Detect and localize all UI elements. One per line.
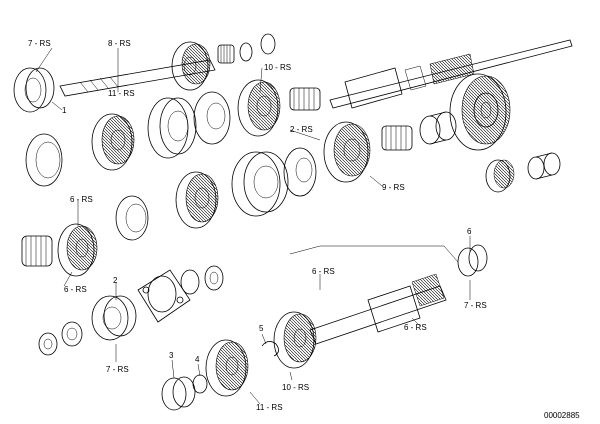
gear-6rs-left (57, 223, 98, 277)
sync-ring-left (25, 133, 63, 187)
gear-large-right (449, 73, 511, 151)
label-7rs-low: 7 - RS (106, 365, 129, 374)
snap-ring-top (239, 33, 276, 62)
needle-bearing-left (21, 235, 53, 267)
label-9rs: 9 - RS (382, 183, 405, 192)
bearing-6-right (457, 244, 488, 277)
clip-5 (261, 341, 279, 357)
countershaft (309, 273, 447, 345)
label-6rs-mid: 6 - RS (312, 267, 335, 276)
label-11rs-top: 11 - RS (108, 89, 135, 98)
sync-sleeve-row2 (147, 97, 197, 159)
label-2: 2 (113, 276, 118, 285)
label-1-top: 1 (62, 106, 67, 115)
label-4: 4 (195, 355, 200, 364)
small-gear-right (485, 159, 515, 193)
label-6rs-low: 6 - RS (404, 323, 427, 332)
label-7rs-top: 7 - RS (28, 39, 51, 48)
label-10rs-low: 10 - RS (282, 383, 309, 392)
label-6-right: 6 (467, 227, 472, 236)
gear-top-small (171, 41, 211, 91)
bearing-3 (161, 376, 196, 411)
hub-row3 (283, 147, 317, 197)
gear-left-row2 (91, 113, 135, 171)
gear-row5-b (273, 311, 317, 369)
bushing-row2 (419, 111, 457, 145)
gear-center-row2 (237, 79, 281, 137)
label-3: 3 (169, 351, 174, 360)
sync-sleeve-row3 (231, 151, 289, 217)
leader-lines (35, 47, 471, 405)
label-8rs-top: 8 - RS (108, 39, 131, 48)
needle-bearing-row2 (381, 125, 413, 151)
part-labels: 7 - RS 1 8 - RS 11 - RS 10 - RS 2 - RS 9… (28, 39, 580, 420)
washer-row4-b (61, 321, 83, 347)
input-shaft (329, 39, 573, 109)
label-5: 5 (259, 324, 264, 333)
label-7rs-right: 7 - RS (464, 301, 487, 310)
needle-bearing-mid (289, 87, 321, 111)
gear-2rs (323, 121, 371, 183)
needle-bearing-top (217, 44, 235, 64)
diagram-code: 00002885 (544, 411, 580, 420)
shaft-bearing-top-left (13, 67, 55, 113)
flange (137, 269, 191, 323)
label-6rs-left: 6 - RS (70, 195, 93, 204)
bushing-right (527, 152, 561, 180)
seal-row4 (180, 265, 224, 295)
label-10rs-top: 10 - RS (264, 63, 291, 72)
hub-row2 (193, 91, 231, 145)
gear-row5-a (205, 339, 249, 397)
washer-row4-a (38, 332, 58, 356)
label-2rs: 2 - RS (290, 125, 313, 134)
gear-row3-left (175, 171, 219, 229)
sync-ring-row3 (115, 195, 149, 241)
label-6rs-left-lower: 6 - RS (64, 285, 87, 294)
bearing-2 (91, 295, 137, 341)
output-shaft (59, 59, 216, 97)
ring-4 (192, 374, 208, 394)
label-11rs-low: 11 - RS (256, 403, 283, 412)
